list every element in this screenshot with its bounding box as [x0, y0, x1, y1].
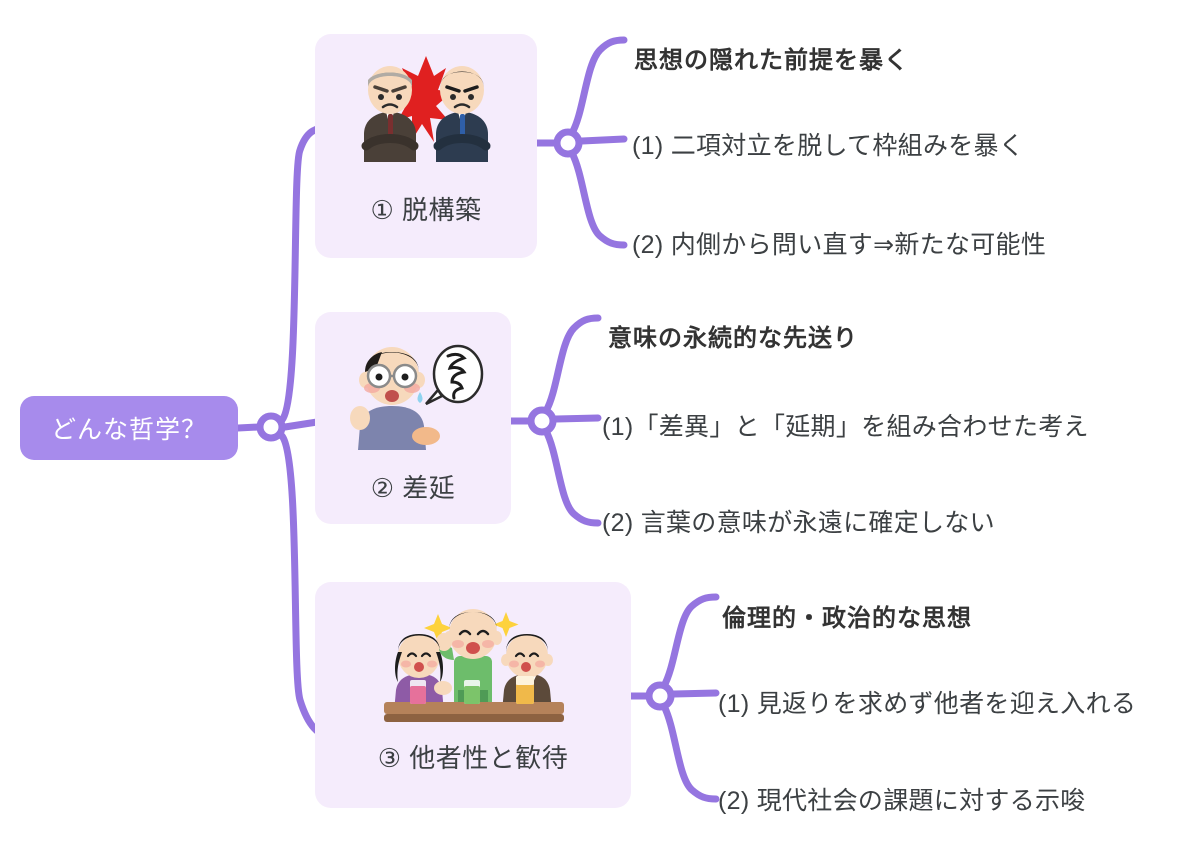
- wire-hub-3-to-heading: [660, 593, 720, 690]
- branch-2-heading: 意味の永続的な先送り: [608, 325, 858, 352]
- branch-1-item-2[interactable]: (2) 内側から問い直す⇒新たな可能性: [632, 231, 1047, 259]
- branch-1-item-1[interactable]: (1) 二項対立を脱して枠組みを暴く: [632, 132, 1025, 160]
- hub-node-branch-2: [527, 406, 557, 436]
- topic-card-label: ① 脱構築: [370, 195, 482, 225]
- root-node[interactable]: どんな哲学？: [20, 396, 238, 460]
- two-angry-men-conflict-illustration: [342, 50, 510, 178]
- branch-1-heading: 思想の隠れた前提を暴く: [634, 47, 909, 74]
- root-node-label: どんな哲学？: [50, 416, 207, 444]
- topic-card-hospitality[interactable]: ③ 他者性と歓待: [315, 582, 631, 808]
- wire-hub-2-to-item-2: [542, 427, 602, 527]
- wire-hub-1-to-item-2: [568, 149, 628, 249]
- wire-hub-1-to-heading: [568, 36, 628, 137]
- branch-2-item-2[interactable]: (2) 言葉の意味が永遠に確定しない: [602, 509, 995, 537]
- confused-man-with-scribble-speech-bubble-illustration: [338, 328, 488, 456]
- branch-2-item-1[interactable]: (1)「差異」と「延期」を組み合わせた考え: [602, 413, 1089, 441]
- branch-3-item-2[interactable]: (2) 現代社会の課題に対する示唆: [718, 787, 1086, 815]
- wire-root-to-hub: [234, 423, 262, 432]
- hub-node-branch-1: [553, 128, 583, 158]
- branch-3-item-1[interactable]: (1) 見返りを求めず他者を迎え入れる: [718, 690, 1137, 718]
- wire-hub-3-to-item-2: [660, 702, 720, 803]
- wire-hub-2-to-heading: [542, 314, 602, 415]
- topic-card-label: ② 差延: [370, 473, 456, 503]
- hub-node-root: [256, 412, 286, 442]
- topic-card-deconstruction[interactable]: ① 脱構築: [315, 34, 537, 258]
- wire-hub-1-to-item-1: [578, 135, 628, 145]
- three-people-welcoming-drinks-table-illustration: [360, 598, 586, 726]
- wire-hub-2-to-item-1: [552, 414, 602, 423]
- branch-3-heading: 倫理的・政治的な思想: [722, 605, 972, 632]
- hub-node-branch-3: [645, 681, 675, 711]
- wire-hub-3-to-item-1: [670, 689, 720, 698]
- topic-card-label: ③ 他者性と歓待: [377, 743, 569, 773]
- topic-card-differance[interactable]: ② 差延: [315, 312, 511, 524]
